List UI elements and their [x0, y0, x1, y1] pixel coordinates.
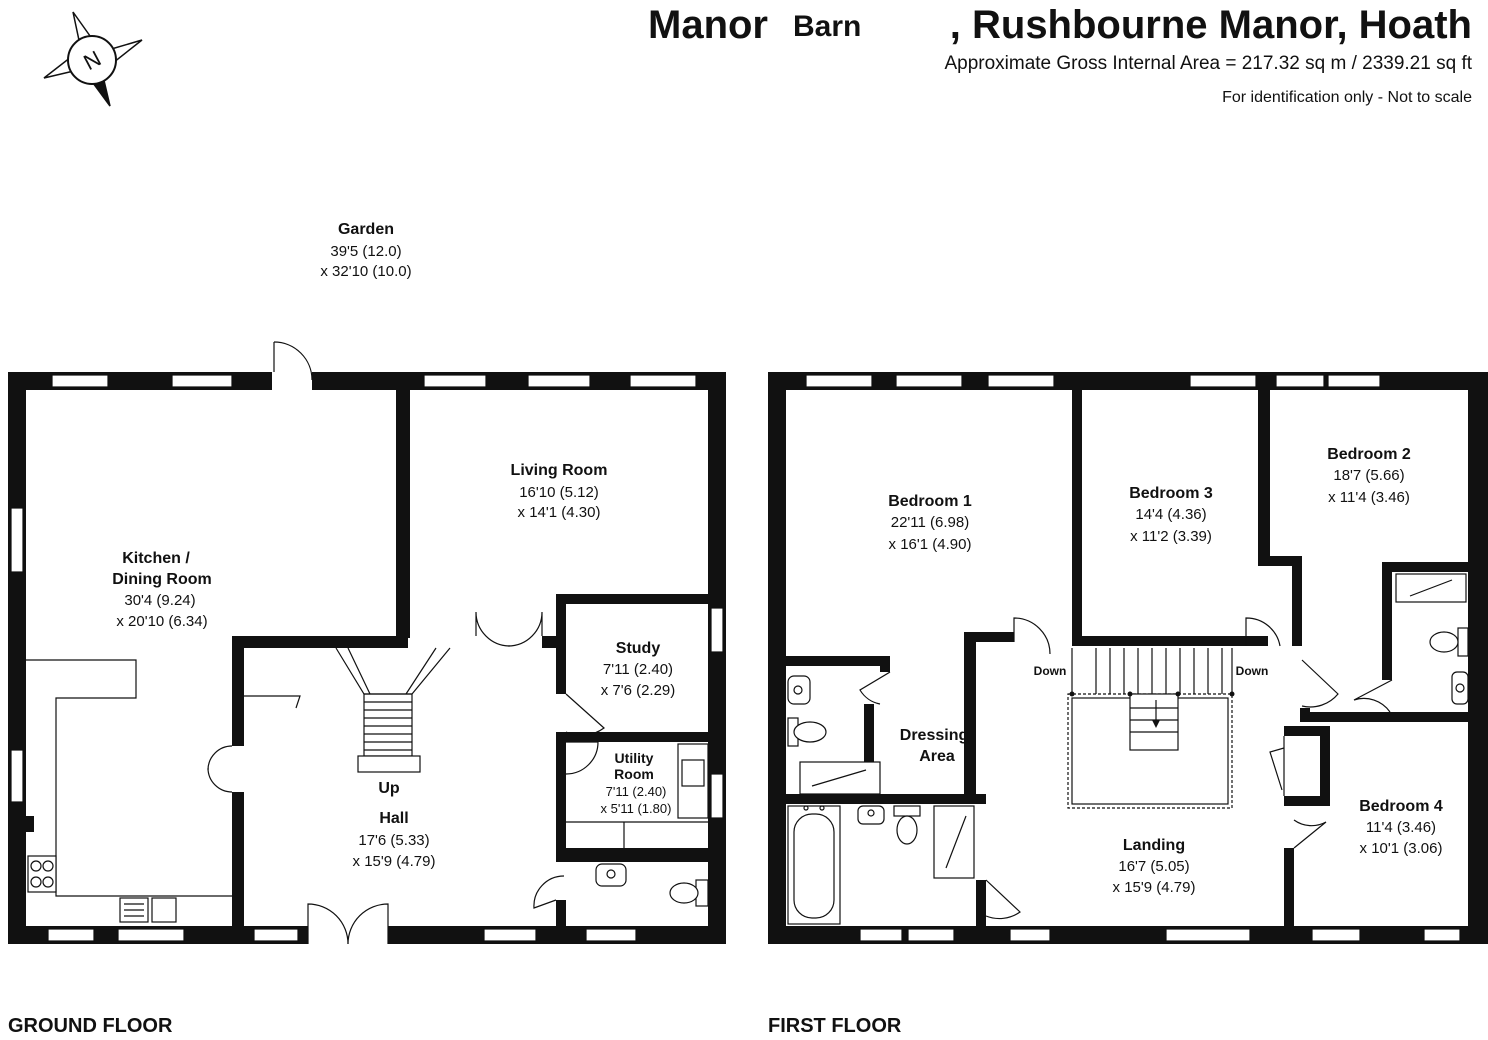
ensuite-1-toilet-icon — [787, 717, 827, 747]
utility-dim-1: 7'11 (2.40) — [606, 784, 667, 799]
bedroom-3-dim-2: x 11'2 (3.39) — [1130, 528, 1212, 545]
study-dim-2: x 7'6 (2.29) — [601, 682, 676, 699]
ensuite-1-basin-icon — [787, 675, 811, 705]
living-room-name: Living Room — [511, 462, 608, 479]
utility-name-1: Utility — [615, 750, 654, 766]
garden-dim-1: 39'5 (12.0) — [330, 243, 401, 260]
bedroom-1-dim-1: 22'11 (6.98) — [891, 514, 969, 531]
bedroom-4-name: Bedroom 4 — [1359, 798, 1443, 815]
ensuite-2-basin-icon — [1451, 671, 1469, 705]
bedroom-2-dim-2: x 11'4 (3.46) — [1328, 489, 1410, 506]
living-room-dim-1: 16'10 (5.12) — [519, 484, 599, 501]
kitchen-dim-2: x 20'10 (6.34) — [116, 613, 207, 630]
title-main: Manor — [648, 3, 768, 47]
kitchen-sink-icon — [119, 897, 177, 923]
title-barn: Barn — [793, 10, 861, 43]
first-floor-title: FIRST FLOOR — [768, 1015, 902, 1037]
ground-toilet-icon — [669, 879, 709, 907]
compass-icon: N — [43, 11, 143, 107]
first-staircase — [1067, 648, 1235, 809]
kitchen-name-2: Dining Room — [112, 571, 212, 588]
bath-icon — [787, 805, 841, 925]
bathroom-basin-icon — [857, 805, 885, 825]
ensuite-1-shower-icon — [799, 761, 881, 795]
dressing-name-2: Area — [919, 748, 955, 765]
bathroom-shower-icon — [933, 805, 975, 879]
hall-name: Hall — [379, 810, 408, 827]
bedroom-1-dim-2: x 16'1 (4.90) — [889, 536, 972, 553]
kitchen-dim-1: 30'4 (9.24) — [124, 592, 195, 609]
title-address: , Rushbourne Manor, Hoath — [950, 3, 1472, 47]
bedroom-4-dim-2: x 10'1 (3.06) — [1360, 840, 1443, 857]
ensuite-2-toilet-icon — [1429, 627, 1469, 657]
stairs-up-label: Up — [378, 780, 400, 797]
hob-icon — [27, 855, 57, 893]
bedroom-1-name: Bedroom 1 — [888, 493, 972, 510]
study-name: Study — [616, 640, 661, 657]
hall-dim-2: x 15'9 (4.79) — [353, 853, 436, 870]
ensuite-2-shower-icon — [1395, 573, 1467, 603]
living-room-dim-2: x 14'1 (4.30) — [518, 504, 601, 521]
hall-dim-1: 17'6 (5.33) — [358, 832, 429, 849]
ground-staircase — [335, 647, 451, 773]
landing-dim-1: 16'7 (5.05) — [1118, 858, 1189, 875]
bedroom-2-name: Bedroom 2 — [1327, 446, 1411, 463]
ground-wc-basin-icon — [595, 863, 627, 887]
bedroom-2-dim-1: 18'7 (5.66) — [1333, 467, 1404, 484]
gross-area: Approximate Gross Internal Area = 217.32… — [944, 53, 1472, 74]
dressing-name-1: Dressing — [900, 727, 968, 744]
ground-floor-title: GROUND FLOOR — [8, 1015, 173, 1037]
utility-dim-2: x 5'11 (1.80) — [601, 801, 672, 816]
kitchen-name-1: Kitchen / — [122, 550, 190, 567]
scale-disclaimer: For identification only - Not to scale — [1222, 89, 1472, 106]
stairs-down-right: Down — [1236, 664, 1269, 678]
ground-floor-plan: Kitchen / Dining Room 30'4 (9.24) x 20'1… — [8, 341, 726, 945]
landing-dim-2: x 15'9 (4.79) — [1113, 879, 1196, 896]
bedroom-3-dim-1: 14'4 (4.36) — [1135, 506, 1206, 523]
utility-name-2: Room — [614, 766, 654, 782]
garden-label: Garden — [338, 221, 394, 238]
landing-name: Landing — [1123, 837, 1185, 854]
bedroom-3-name: Bedroom 3 — [1129, 485, 1213, 502]
study-dim-1: 7'11 (2.40) — [603, 661, 673, 678]
bathroom-toilet-icon — [893, 805, 921, 845]
stairs-down-left: Down — [1034, 664, 1067, 678]
bedroom-4-dim-1: 11'4 (3.46) — [1366, 819, 1436, 836]
garden-dim-2: x 32'10 (10.0) — [320, 263, 411, 280]
first-floor-plan: Bedroom 1 22'11 (6.98) x 16'1 (4.90) Bed… — [768, 372, 1488, 944]
